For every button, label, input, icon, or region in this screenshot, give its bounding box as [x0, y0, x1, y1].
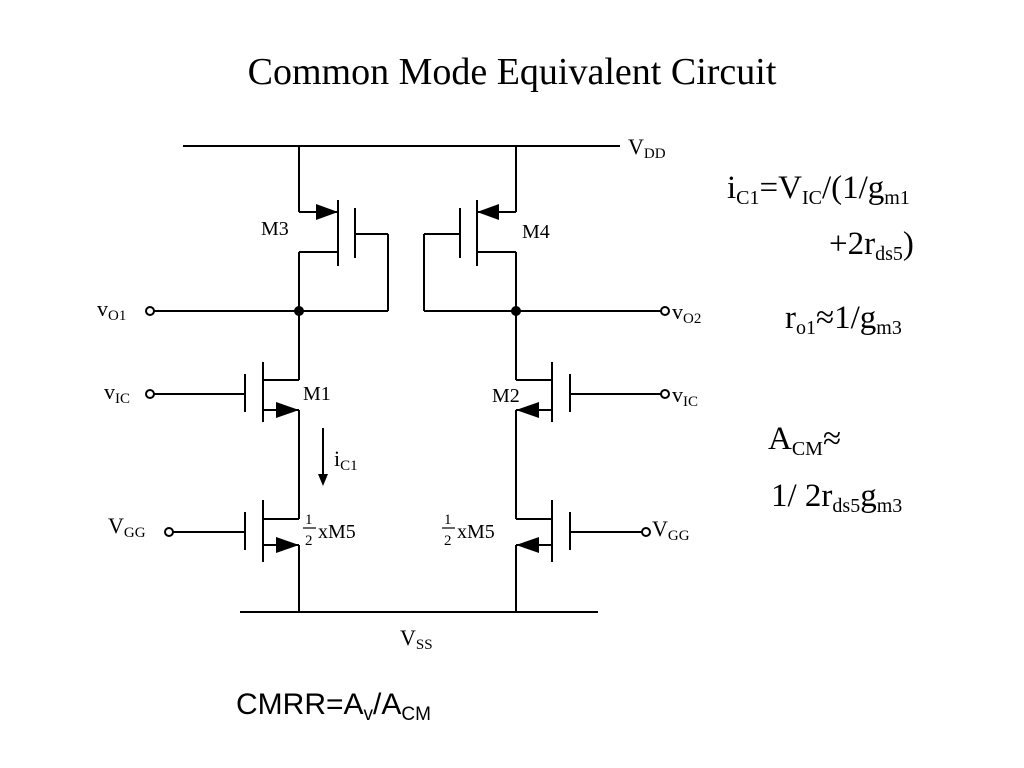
equation-subscript: v	[363, 704, 374, 725]
equation-text: /(1/g	[821, 170, 885, 206]
ic1-label: iC1	[334, 446, 358, 474]
equation-acm-line2: 1/ 2rds5gm3	[771, 478, 902, 517]
ic1-arrowhead	[318, 474, 328, 486]
vic-left-terminal	[145, 389, 155, 399]
equation-ic1-line1: iC1=VIC/(1/gm1	[727, 170, 910, 209]
vgg-left-terminal	[164, 527, 174, 537]
equation-text: r	[785, 300, 796, 336]
m5r-half-num: 1	[444, 512, 452, 528]
m1-label: M1	[303, 383, 331, 405]
vo1-label: vO1	[97, 296, 126, 324]
equation-ic1-line2: +2rds5)	[829, 226, 914, 265]
equation-ro1: ro1≈1/gm3	[785, 300, 902, 339]
m5l-half-num: 1	[305, 512, 313, 528]
wires	[152, 145, 662, 613]
equation-text: )	[902, 226, 914, 262]
equation-subscript: IC	[801, 187, 822, 209]
m5r-half-den: 2	[444, 533, 452, 549]
equation-text: g	[860, 478, 877, 514]
equation-text: /A	[373, 688, 402, 721]
equation-subscript: CM	[401, 704, 431, 725]
page-title: Common Mode Equivalent Circuit	[247, 51, 777, 93]
vgg-left-label: VGG	[108, 513, 146, 541]
m2-arrow	[516, 402, 539, 418]
m2-label: M2	[492, 385, 520, 407]
vic-right-label: vIC	[672, 382, 698, 410]
equation-subscript: m3	[876, 317, 902, 339]
equation-text: CMRR=A	[236, 688, 364, 721]
node-o2-dot	[511, 306, 521, 316]
equation-subscript: C1	[736, 187, 760, 209]
equation-cmrr: CMRR=Av/ACM	[236, 688, 431, 725]
vgg-right-terminal	[641, 527, 651, 537]
arrowheads	[276, 204, 539, 553]
circuit-labels: VDD VSS vO1 vO2 vIC vIC VGG VGG M3 M4 M1…	[97, 134, 701, 653]
equation-text: ≈1/g	[816, 300, 877, 336]
terminals	[145, 306, 670, 537]
m5r-label: xM5	[457, 521, 495, 543]
vo1-terminal	[145, 306, 155, 316]
m5l-label: xM5	[318, 521, 356, 543]
equation-text: i	[727, 170, 737, 206]
vo2-label: vO2	[672, 299, 701, 327]
node-o1-dot	[294, 306, 304, 316]
m5l-half-den: 2	[305, 533, 313, 549]
equation-text: 1/ 2r	[771, 478, 833, 514]
m4-label: M4	[522, 221, 550, 243]
m1-arrow	[276, 402, 299, 418]
m3-label: M3	[261, 218, 289, 240]
vgg-right-label: VGG	[652, 516, 690, 544]
m3-arrow	[316, 204, 338, 220]
m4-arrow	[477, 204, 499, 220]
equation-text: ≈	[822, 421, 842, 457]
equation-text: =V	[759, 170, 802, 206]
vdd-label: VDD	[628, 134, 666, 162]
equation-subscript: ds5	[832, 495, 861, 517]
vic-right-terminal	[660, 389, 670, 399]
vss-label: VSS	[400, 625, 433, 653]
equation-subscript: o1	[796, 317, 816, 339]
vic-left-label: vIC	[104, 379, 130, 407]
vo2-terminal	[660, 306, 670, 316]
equation-subscript: m3	[876, 495, 903, 517]
equation-text: +2r	[829, 226, 876, 262]
equation-subscript: CM	[791, 438, 823, 460]
equation-acm-line1: ACM≈	[768, 421, 842, 460]
equation-subscript: m1	[884, 187, 910, 209]
equation-subscript: ds5	[875, 243, 903, 265]
equation-text: A	[768, 421, 792, 457]
m5l-arrow	[276, 537, 299, 553]
m5r-arrow	[516, 537, 539, 553]
